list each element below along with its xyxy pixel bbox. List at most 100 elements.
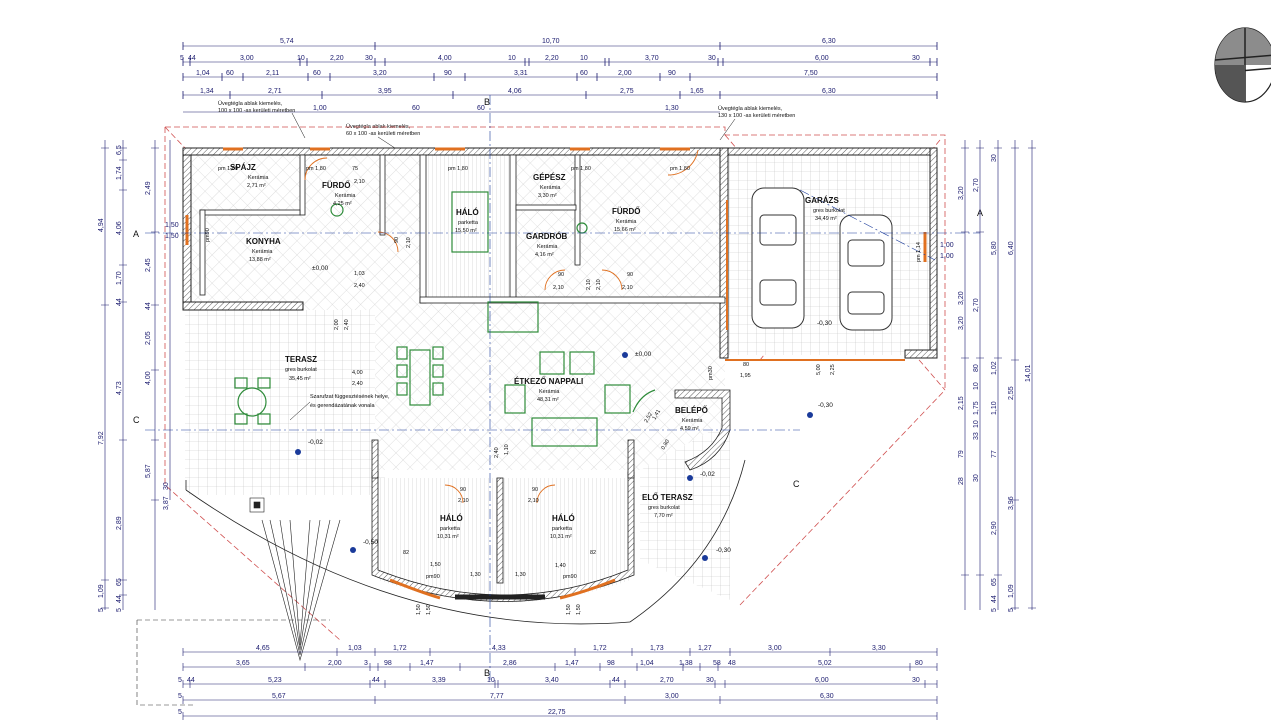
plan-label: 1,04 <box>640 660 654 667</box>
plan-label: 4,00 <box>145 371 152 385</box>
plan-label: 3,96 <box>1008 496 1015 510</box>
plan-label: 44 <box>372 677 380 684</box>
plan-label: 4,06 <box>116 221 123 235</box>
plan-label: 2,40 <box>344 319 350 330</box>
level-label: -0,30 <box>716 547 731 554</box>
plan-label: 3,65 <box>236 660 250 667</box>
level-label: -0,02 <box>308 439 323 446</box>
plan-label: 80 <box>915 660 923 667</box>
plan-label: 30 <box>973 474 980 482</box>
dim-label: 10,70 <box>542 38 560 45</box>
level-label: ±0,00 <box>635 351 652 358</box>
plan-label: 14,01 <box>1025 364 1032 382</box>
plan-label: SPÁJZ <box>230 163 256 172</box>
plan-label: Kerámia <box>252 249 273 255</box>
plan-label: 1,30 <box>515 572 526 578</box>
plan-label: 1,73 <box>650 645 664 652</box>
plan-label: 4,25 m² <box>333 201 352 207</box>
plan-label: 1,00 <box>940 253 954 260</box>
garage-cars <box>751 187 893 331</box>
plan-label: 44 <box>612 677 620 684</box>
plan-label: 44 <box>116 595 123 603</box>
plan-label: 1,47 <box>565 660 579 667</box>
plan-label: 5 <box>178 693 182 700</box>
dim-label: 60 <box>477 105 485 112</box>
dim-label: 60 <box>412 105 420 112</box>
plan-label: 48,31 m² <box>537 397 559 403</box>
window-note-2-line1: Üvegtégla ablak kiemelés, <box>346 123 411 130</box>
plan-label: 1,50 <box>426 604 432 615</box>
plan-label: 2,40 <box>354 283 365 289</box>
dim-label: 2,20 <box>330 55 344 62</box>
plan-label: 5 <box>178 709 182 716</box>
plan-label: 5,00 <box>816 364 822 375</box>
plan-label: 1,30 <box>470 572 481 578</box>
plan-label: Kerámia <box>248 175 269 181</box>
plan-label: 2,70 <box>660 677 674 684</box>
dim-label: 60 <box>580 70 588 77</box>
plan-label: 1,09 <box>1008 584 1015 598</box>
top-dim-row1: 5,74 10,70 6,30 <box>280 38 836 45</box>
top-dim-row5: 1,00 60 60 1,30 <box>313 105 679 112</box>
plan-label: 2,10 <box>596 279 602 290</box>
plan-label: Kerámia <box>616 219 637 225</box>
plan-label: 44 <box>187 677 195 684</box>
plan-label: 2,10 <box>553 285 564 291</box>
plan-label: 4,65 <box>256 645 270 652</box>
plan-label: 1,50 <box>430 562 441 568</box>
dim-label: 3,31 <box>514 70 528 77</box>
plan-label: 10 <box>973 382 980 390</box>
dim-label: 6,00 <box>815 55 829 62</box>
plan-label: 77 <box>991 450 998 458</box>
plan-label: Kerámia <box>539 389 560 395</box>
plan-label: 1,74 <box>116 166 123 180</box>
dim-label: 1,65 <box>690 88 704 95</box>
plan-label: pm90 <box>563 574 577 580</box>
plan-label: és gerendázatának vonala <box>310 403 375 409</box>
plan-label: 5,80 <box>991 241 998 255</box>
level-labels: ±0,00 ±0,00 -0,02 -0,30 -0,30 -0,02 -0,3… <box>308 265 833 554</box>
plan-label: 2,00 <box>328 660 342 667</box>
plan-label: 7,77 <box>490 693 504 700</box>
plan-label: ÉTKEZŐ NAPPALI <box>514 377 583 386</box>
front-stairs <box>249 497 341 662</box>
plan-label: 5 <box>98 608 105 612</box>
door-dims: 75 2,10 90 2,10 1,03 2,40 90 2,10 90 2,1… <box>334 166 836 615</box>
plan-label: HÁLÓ <box>440 514 463 523</box>
plan-label: 1,38 <box>679 660 693 667</box>
right-dim-labels: 14,01 6,40 2,55 3,96 1,09 2,70 5,80 2,70… <box>940 154 1032 612</box>
plan-label: 98 <box>384 660 392 667</box>
dim-label: 10 <box>297 55 305 62</box>
north-arrow-icon <box>1214 27 1271 103</box>
plan-label: 1,50 <box>416 604 422 615</box>
plan-label: 2,40 <box>494 447 500 458</box>
plan-label: 2,10 <box>622 285 633 291</box>
plan-label: pm 1,14 <box>916 242 922 262</box>
plan-label: gres burkolat <box>813 208 845 214</box>
plan-label: KONYHA <box>246 237 281 246</box>
plan-label: 2,49 <box>145 181 152 195</box>
plan-label: 2,10 <box>354 179 365 185</box>
plan-label: 5,02 <box>818 660 832 667</box>
dim-label: 6,30 <box>822 38 836 45</box>
plan-label: 1,50 <box>165 222 179 229</box>
plan-label: 5,67 <box>272 693 286 700</box>
section-label: A <box>133 229 139 239</box>
plan-label: 6,30 <box>820 693 834 700</box>
plan-label: 2,89 <box>116 516 123 530</box>
plan-label: pm30 <box>708 366 714 380</box>
dim-label: 1,34 <box>200 88 214 95</box>
plan-label: 1,40 <box>555 563 566 569</box>
plan-label: 1,47 <box>420 660 434 667</box>
plan-label: 4,33 <box>492 645 506 652</box>
plan-label: 2,45 <box>145 258 152 272</box>
plan-label: 90 <box>394 237 400 243</box>
dim-label: 90 <box>444 70 452 77</box>
plan-label: Kerámia <box>537 244 558 250</box>
